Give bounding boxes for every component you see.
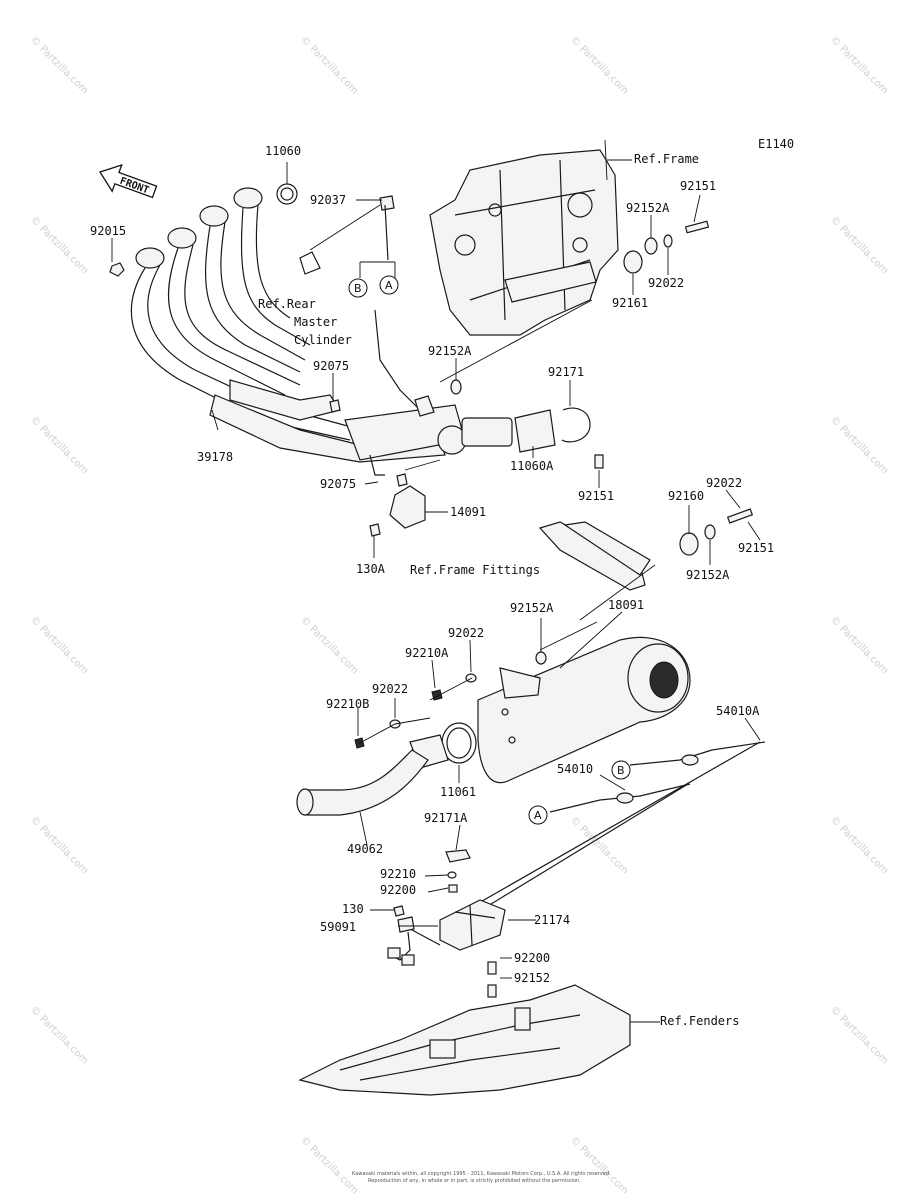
watermark: © Partzilla.com (828, 614, 890, 676)
watermark: © Partzilla.com (298, 1134, 360, 1196)
watermark: © Partzilla.com (28, 614, 90, 676)
part-label-49062: 49062 (347, 842, 383, 856)
copyright-line-2: Reproduction of any, in whole or in part… (368, 1178, 581, 1184)
part-label-92161: 92161 (612, 296, 648, 310)
ref-frame-fittings-label: Ref.Frame Fittings (410, 563, 540, 577)
ref-frame-label: Ref.Frame (634, 152, 699, 166)
part-label-39178: 39178 (197, 450, 233, 464)
part-label-92015: 92015 (90, 224, 126, 238)
watermark: © Partzilla.com (28, 214, 90, 276)
part-label-92171: 92171 (548, 365, 584, 379)
part-label-92022-a: 92022 (448, 626, 484, 640)
part-label-92152a-right: 92152A (686, 568, 730, 582)
watermark: © Partzilla.com (568, 34, 630, 96)
diagram-code: E1140 (758, 137, 794, 151)
ref-rear-master-cylinder-line1: Ref.Rear (258, 297, 316, 311)
part-label-92152: 92152 (514, 971, 550, 985)
part-label-92171a: 92171A (424, 811, 468, 825)
ref-rear-master-cylinder-line3: Cylinder (294, 333, 352, 347)
header-pipes-drawing (130, 187, 513, 476)
part-number-labels: 11060 92037 92015 92075 39178 92075 130A… (90, 144, 774, 985)
part-label-92210a: 92210A (405, 646, 449, 660)
fender-drawing (298, 984, 660, 1096)
part-label-92152a-mid: 92152A (428, 344, 472, 358)
part-label-11060: 11060 (265, 144, 301, 158)
watermark: © Partzilla.com (568, 1134, 630, 1196)
part-label-92210: 92210 (380, 867, 416, 881)
part-label-21174: 21174 (534, 913, 570, 927)
muffler-drawing (477, 636, 691, 784)
frame-drawing (429, 139, 632, 336)
part-label-11061: 11061 (440, 785, 476, 799)
watermark: © Partzilla.com (298, 34, 360, 96)
callout-a-lower: A (528, 805, 548, 825)
part-leader-lines (111, 162, 761, 979)
watermark: © Partzilla.com (298, 614, 360, 676)
part-label-54010: 54010 (557, 762, 593, 776)
part-label-92151-mid: 92151 (578, 489, 614, 503)
watermark: © Partzilla.com (828, 1004, 890, 1066)
ref-fenders-label: Ref.Fenders (660, 1014, 739, 1028)
hardware-top-left (109, 183, 395, 413)
sensor-cable-drawing (309, 204, 435, 417)
callout-a-top: A (379, 275, 399, 295)
part-label-92152a-top: 92152A (626, 201, 670, 215)
callout-b-top: B (348, 278, 368, 298)
part-label-18091: 18091 (608, 598, 644, 612)
callout-b-letter: B (617, 764, 625, 777)
part-label-59091: 59091 (320, 920, 356, 934)
valve-actuator-drawing (387, 849, 506, 998)
watermark: © Partzilla.com (828, 34, 890, 96)
watermark: © Partzilla.com (828, 214, 890, 276)
part-label-92022-top: 92022 (648, 276, 684, 290)
part-label-92210b: 92210B (326, 697, 369, 711)
connecting-pipe-drawing (296, 722, 477, 816)
callout-a-letter: A (385, 279, 393, 292)
ref-rear-master-cylinder-line2: Master (294, 315, 337, 329)
watermark: © Partzilla.com (28, 814, 90, 876)
frame-fittings-drawing (538, 508, 754, 651)
watermark: © Partzilla.com (28, 414, 90, 476)
front-arrow-icon: FRONT (99, 163, 158, 199)
part-label-92075-upper: 92075 (313, 359, 349, 373)
part-label-11060a: 11060A (510, 459, 554, 473)
part-label-92151-top: 92151 (680, 179, 716, 193)
part-label-92200-bottom: 92200 (514, 951, 550, 965)
callout-b-letter: B (354, 282, 362, 295)
part-label-92152a-lower: 92152A (510, 601, 554, 615)
cables-drawing (469, 741, 766, 913)
callout-b-lower: B (611, 760, 631, 780)
hardware-muffler-mount (354, 673, 477, 749)
part-label-92151-right: 92151 (738, 541, 774, 555)
part-label-54010a: 54010A (716, 704, 760, 718)
copyright-line-1: Kawasaki materials within, all copyright… (352, 1171, 611, 1177)
part-label-92160: 92160 (668, 489, 704, 503)
watermark: © Partzilla.com (828, 814, 890, 876)
part-label-92075-lower: 92075 (320, 477, 356, 491)
part-label-14091: 14091 (450, 505, 486, 519)
callout-a-letter: A (534, 809, 542, 822)
part-label-130: 130 (342, 902, 364, 916)
part-label-92037: 92037 (310, 193, 346, 207)
part-label-92022-b: 92022 (372, 682, 408, 696)
watermark: © Partzilla.com (28, 1004, 90, 1066)
watermark: © Partzilla.com (568, 814, 630, 876)
copyright-footer: Kawasaki materials within, all copyright… (352, 1171, 611, 1184)
part-label-92022-right: 92022 (706, 476, 742, 490)
watermark: © Partzilla.com (828, 414, 890, 476)
watermark: © Partzilla.com (28, 34, 90, 96)
part-label-130a: 130A (356, 562, 386, 576)
hardware-right-top (439, 220, 710, 469)
heat-shield-drawing (369, 459, 441, 537)
part-label-92200-top: 92200 (380, 883, 416, 897)
